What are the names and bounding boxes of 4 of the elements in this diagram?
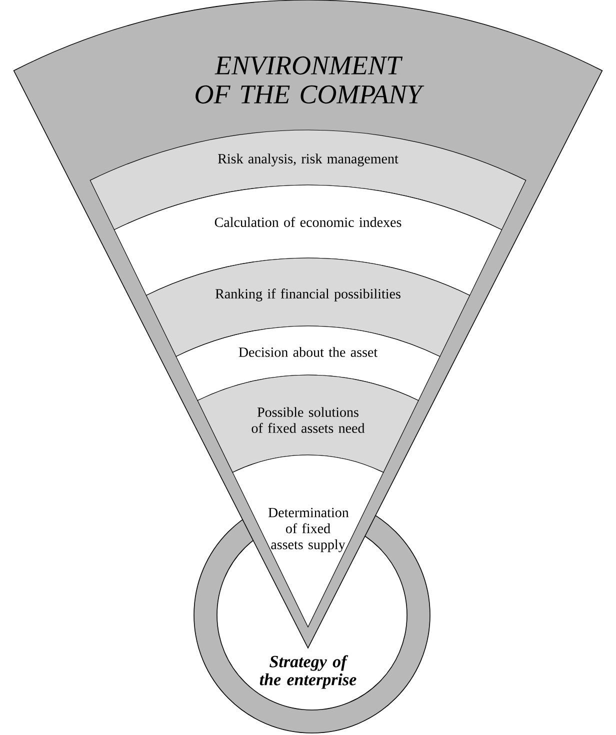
band: Determination of fixed assets supply [232, 454, 384, 628]
band: Decision about the asset [176, 326, 440, 401]
band: Possible solutions of fixed assets need [197, 374, 419, 473]
circle-label: Strategy of the enterprise [260, 655, 356, 689]
